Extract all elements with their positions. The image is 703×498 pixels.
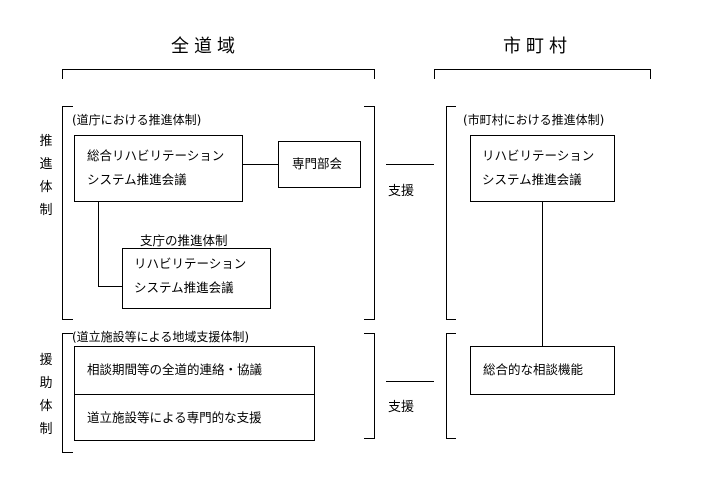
city-kaigi-line2: システム推進会議: [482, 172, 582, 187]
section-dochou-suishin: (道庁における推進体制): [72, 113, 202, 127]
row-label-char: 制: [39, 203, 53, 218]
soudan-kikan-renraku: 相談期間等の全道的連絡・協議: [87, 362, 263, 377]
support-label-2: 支援: [388, 400, 415, 415]
row-label-char: 制: [39, 422, 53, 437]
bracket-shien-left: [62, 333, 73, 453]
box-city-kaigi: [470, 135, 615, 202]
row-label-char: 進: [39, 157, 53, 172]
header-bracket-right: [434, 69, 651, 79]
connector-kaigi-shichou: [98, 201, 123, 287]
bracket-suishin-left: [62, 106, 73, 320]
sougou-kaigi-line2: システム推進会議: [87, 172, 187, 187]
senmon-bukai-label: 専門部会: [292, 156, 343, 171]
shichou-suishin-label: 支庁の推進体制: [140, 233, 228, 248]
shichou-kaigi-line1: リハビリテーション: [134, 256, 247, 271]
header-bracket-left: [62, 69, 375, 79]
sougou-soudan-kinou: 総合的な相談機能: [483, 362, 584, 377]
row-label-char: 援: [39, 353, 53, 368]
header-shichouson: 市町村: [503, 36, 572, 57]
section-douritsu-shien: (道立施設等による地域支援体制): [72, 330, 250, 344]
senmon-teki-shien: 道立施設等による専門的な支援: [87, 410, 262, 425]
row-label-char: 体: [39, 180, 53, 195]
city-kaigi-line1: リハビリテーション: [482, 148, 595, 163]
bracket-city-shien: [446, 333, 456, 439]
bracket-shien-right: [364, 333, 375, 439]
box-soudan-group: [74, 346, 315, 441]
bracket-city-suishin: [446, 106, 456, 320]
row-label-char: 助: [39, 376, 53, 391]
sougou-kaigi-line1: 総合リハビリテーション: [87, 148, 225, 163]
row-label-enjo-taisei: 援 助 体 制: [38, 354, 54, 446]
shichou-kaigi-line2: システム推進会議: [134, 280, 234, 295]
row-label-char: 体: [39, 399, 53, 414]
box-sougou-kaigi: [74, 135, 243, 202]
bracket-suishin-right: [364, 106, 375, 320]
row-label-suishin-taisei: 推 進 体 制: [38, 135, 54, 227]
header-zendouiki: 全道域: [171, 36, 240, 57]
box-shichou-kaigi: [122, 248, 271, 309]
row-label-char: 推: [39, 134, 53, 149]
section-shichouson-suishin: (市町村における推進体制): [463, 113, 605, 127]
support-label-1: 支援: [388, 184, 415, 199]
